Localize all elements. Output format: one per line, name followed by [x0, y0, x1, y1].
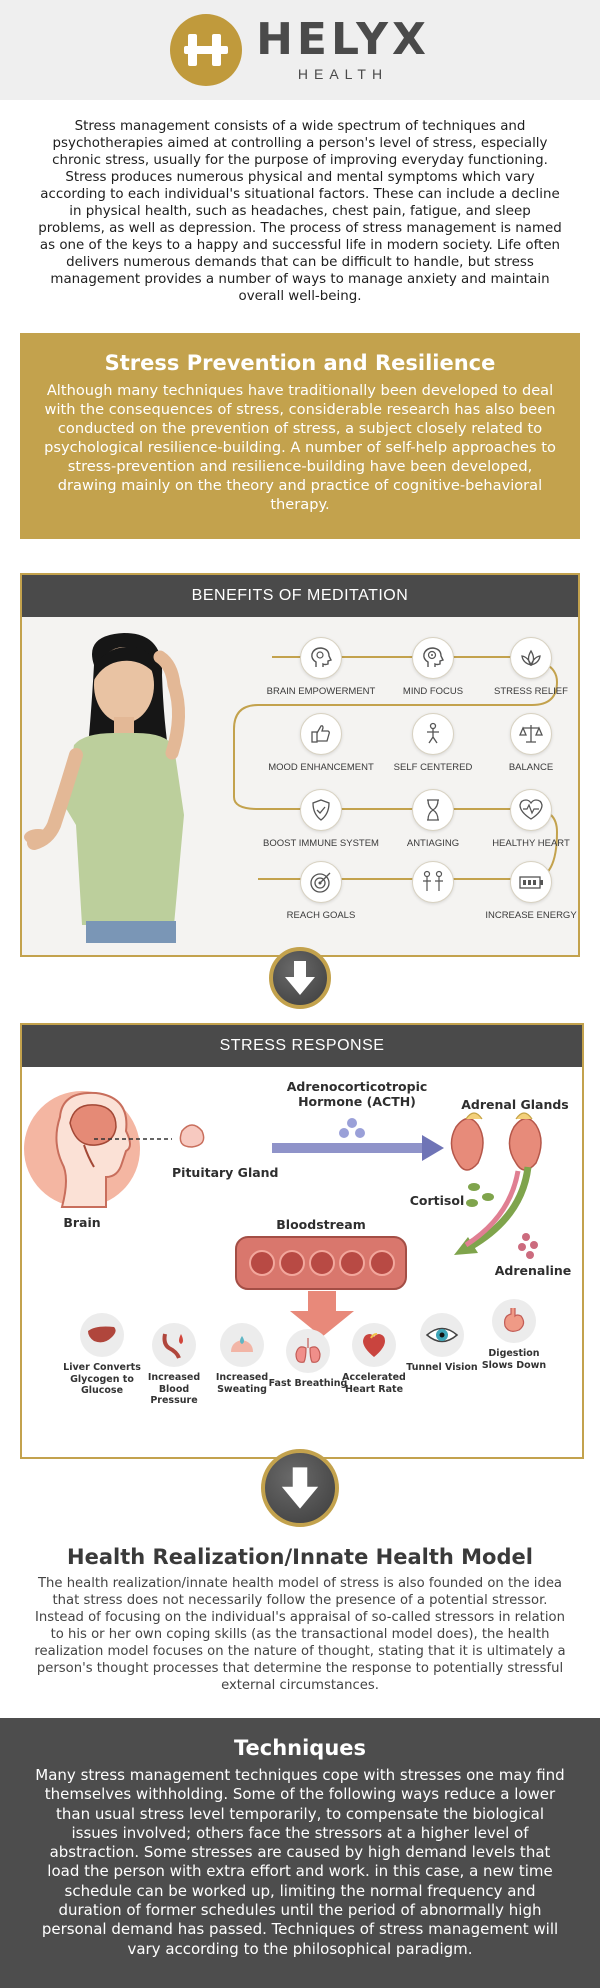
stress-response-body: Adrenocorticotropic Hormone (ACTH) Adren… — [22, 1067, 582, 1457]
effect-label: Increased Sweating — [215, 1372, 269, 1395]
benefit-label: ANTIAGING — [406, 838, 460, 849]
effect-blood-pressure: Increased Blood Pressure — [134, 1323, 214, 1407]
header: HELYX HEALTH — [0, 0, 600, 100]
effect-digestion: Digestion Slows Down — [474, 1299, 554, 1371]
techniques-text: Many stress management techniques cope w… — [35, 1766, 565, 1958]
benefit-self-centered: SELF CENTERED — [368, 713, 498, 773]
effect-breathing: Fast Breathing — [268, 1329, 348, 1390]
benefit-increase-energy: INCREASE ENERGY — [466, 861, 596, 921]
benefit-healthy-heart: HEALTHY HEART — [466, 789, 596, 849]
stress-response-title: STRESS RESPONSE — [22, 1025, 582, 1067]
effect-heart-rate: Accelerated Heart Rate — [334, 1323, 414, 1395]
arrow-down-icon — [261, 1449, 339, 1527]
person-icon — [412, 713, 454, 755]
brand-name: HELYX — [256, 14, 430, 65]
benefit-label: MOOD ENHANCEMENT — [268, 762, 374, 773]
target-icon — [300, 861, 342, 903]
benefit-label: HEALTHY HEART — [492, 838, 570, 849]
arrow-connector-1 — [0, 947, 600, 1009]
prevention-section: Stress Prevention and Resilience Althoug… — [20, 333, 580, 539]
stomach-icon — [492, 1299, 536, 1343]
stress-response-diagram — [24, 1091, 542, 1337]
techniques-section: Techniques Many stress management techni… — [0, 1718, 600, 1988]
benefit-label: MIND FOCUS — [402, 686, 464, 697]
benefit-balance: BALANCE — [466, 713, 596, 773]
prevention-title: Stress Prevention and Resilience — [104, 351, 496, 375]
thumbs-up-icon — [300, 713, 342, 755]
effect-label: Increased Blood Pressure — [147, 1372, 201, 1406]
logo-text: HELYX HEALTH — [256, 14, 430, 83]
benefit-label: STRESS RELIEF — [494, 686, 568, 697]
hourglass-icon — [412, 789, 454, 831]
meditation-title: BENEFITS OF MEDITATION — [22, 575, 578, 617]
benefit-label: SELF CENTERED — [393, 762, 473, 773]
meditation-panel: BENEFITS OF MEDITATION BRAIN EMPOWERMENT — [20, 573, 580, 957]
heart-icon — [352, 1323, 396, 1367]
adrenal-glands-label: Adrenal Glands — [461, 1097, 569, 1112]
blood-pressure-icon — [152, 1323, 196, 1367]
techniques-title: Techniques — [233, 1736, 367, 1760]
benefit-label: BALANCE — [508, 762, 554, 773]
stressed-woman-illustration — [24, 633, 186, 943]
effect-label: Fast Breathing — [268, 1378, 348, 1389]
benefit-brain-empowerment: BRAIN EMPOWERMENT — [256, 637, 386, 697]
benefit-label: BRAIN EMPOWERMENT — [266, 686, 376, 697]
effect-sweating: Increased Sweating — [202, 1323, 282, 1395]
pituitary-gland-label: Pituitary Gland — [172, 1165, 279, 1180]
head-focus-icon — [412, 637, 454, 679]
benefit-label: INCREASE ENERGY — [485, 910, 577, 921]
arrow-connector-2 — [0, 1449, 600, 1527]
benefit-label: BOOST IMMUNE SYSTEM — [263, 838, 379, 849]
head-brain-icon — [300, 637, 342, 679]
scale-icon — [510, 713, 552, 755]
effect-label: Digestion Slows Down — [481, 1348, 547, 1371]
meditation-body: BRAIN EMPOWERMENT MIND FOCUS STRESS RELI… — [22, 617, 578, 955]
benefit-boost-immune-system: BOOST IMMUNE SYSTEM — [256, 789, 386, 849]
sweat-icon — [220, 1323, 264, 1367]
arrow-down-icon — [269, 947, 331, 1009]
benefit-reach-goals: REACH GOALS — [256, 861, 386, 921]
eye-icon — [420, 1313, 464, 1357]
lungs-icon — [286, 1329, 330, 1373]
effect-label: Tunnel Vision — [406, 1362, 478, 1373]
benefit-stress-relief: STRESS RELIEF — [466, 637, 596, 697]
health-model-title: Health Realization/Innate Health Model — [67, 1545, 533, 1569]
effect-label: Liver Converts Glycogen to Glucose — [63, 1362, 141, 1396]
adrenaline-label: Adrenaline — [494, 1263, 572, 1278]
liver-icon — [80, 1313, 124, 1357]
effect-label: Accelerated Heart Rate — [342, 1372, 406, 1395]
benefit-label: REACH GOALS — [286, 910, 356, 921]
benefits-connector — [233, 656, 559, 880]
effect-tunnel-vision: Tunnel Vision — [402, 1313, 482, 1374]
benefit-mood-enhancement: MOOD ENHANCEMENT — [256, 713, 386, 773]
intro-paragraph: Stress management consists of a wide spe… — [38, 119, 562, 304]
brand-subtitle: HEALTH — [297, 66, 389, 82]
acth-label: Adrenocorticotropic Hormone (ACTH) — [286, 1079, 428, 1109]
bloodstream-label: Bloodstream — [276, 1217, 366, 1232]
lotus-icon — [510, 637, 552, 679]
benefit-antiaging: ANTIAGING — [368, 789, 498, 849]
health-model-text: The health realization/innate health mod… — [34, 1576, 566, 1693]
people-icon — [412, 861, 454, 903]
logo-badge — [170, 14, 243, 86]
heartbeat-icon — [510, 789, 552, 831]
logo-h-icon — [184, 34, 229, 66]
effect-liver: Liver Converts Glycogen to Glucose — [62, 1313, 142, 1397]
benefit-mind-focus: MIND FOCUS — [368, 637, 498, 697]
prevention-text: Although many techniques have traditiona… — [44, 382, 556, 513]
benefit-connection — [368, 861, 498, 910]
brain-label: Brain — [63, 1215, 101, 1230]
shield-icon — [300, 789, 342, 831]
battery-icon — [510, 861, 552, 903]
cortisol-label: Cortisol — [409, 1193, 465, 1208]
stress-response-panel: STRESS RESPONSE — [20, 1023, 584, 1459]
